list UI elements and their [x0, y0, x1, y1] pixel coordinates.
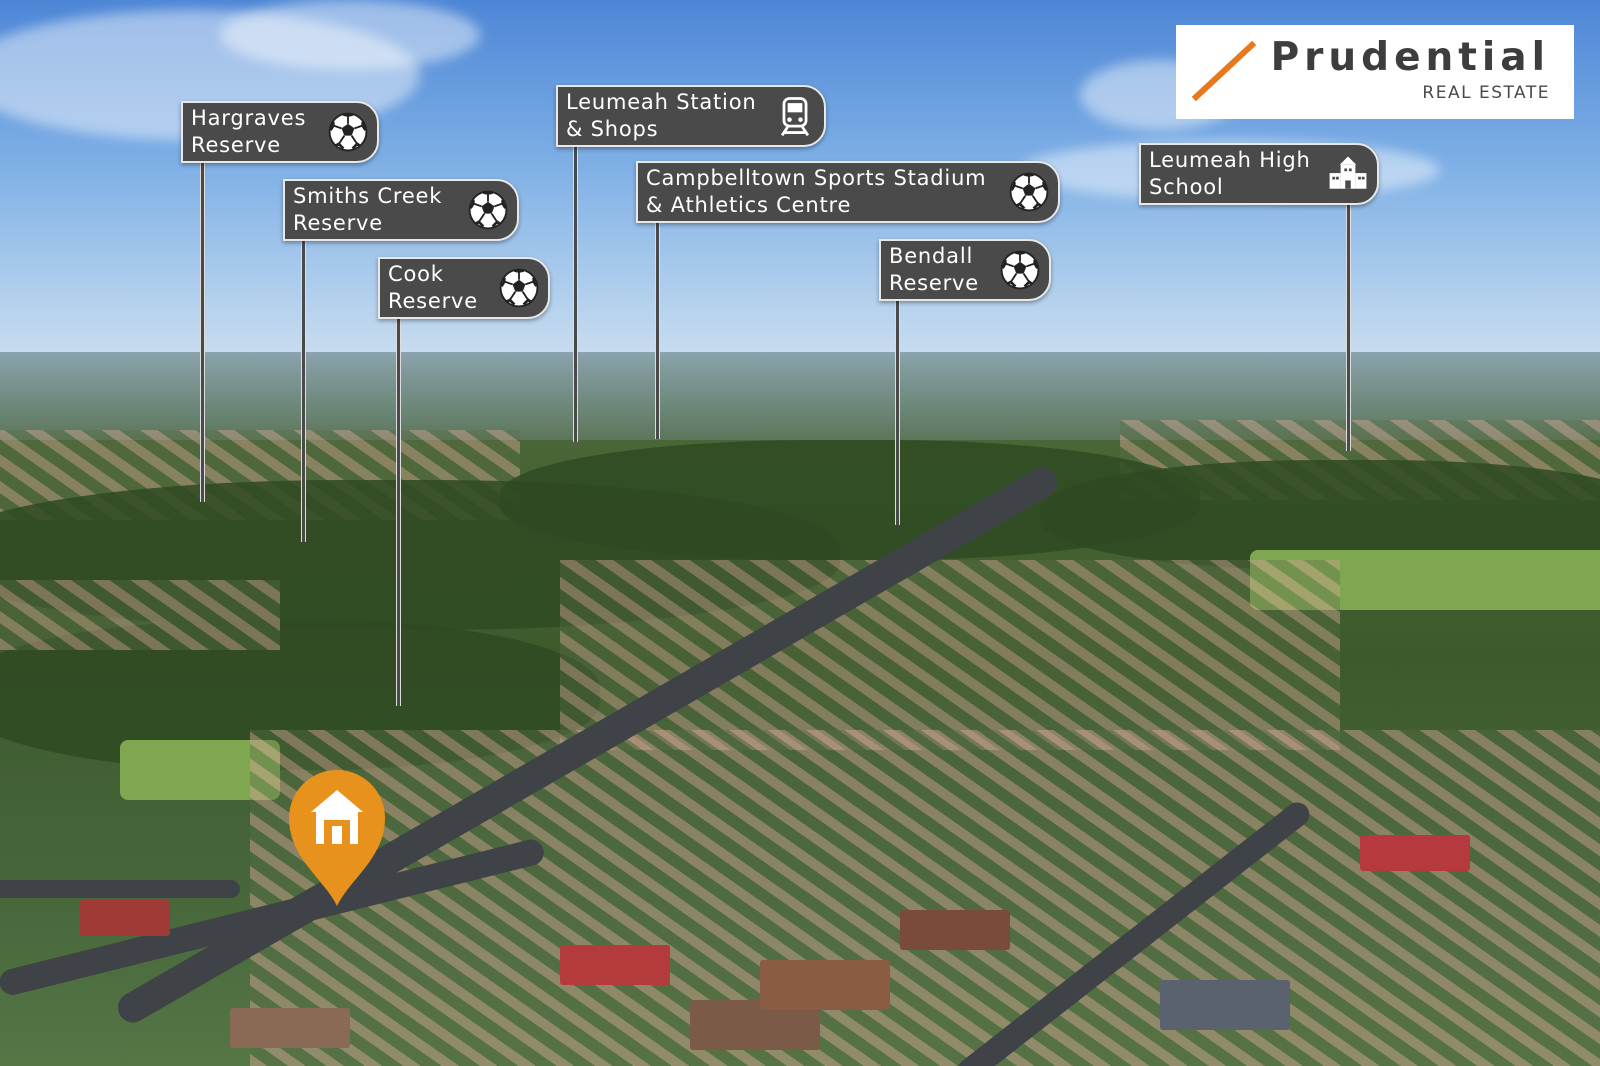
sign-text: Leumeah Station & Shops [566, 90, 757, 141]
sign-label-box: Hargraves Reserve [181, 101, 379, 163]
sign-pole [200, 160, 205, 502]
brand-logo: Prudential REAL ESTATE [1176, 25, 1574, 119]
property-location-pin [289, 770, 385, 906]
sign-text: Cook Reserve [388, 262, 479, 313]
sign-label-box: Smiths Creek Reserve [283, 179, 519, 241]
suburb-area [250, 730, 1600, 1066]
street [0, 880, 240, 898]
suburb-area [0, 580, 280, 650]
sign-text: Smiths Creek Reserve [293, 184, 443, 235]
sign-pole [655, 219, 660, 439]
school-icon [1329, 156, 1367, 189]
house-roof [80, 900, 170, 936]
sign-pole [301, 238, 306, 542]
house-roof [1160, 980, 1290, 1030]
house-roof [900, 910, 1010, 950]
soccer-ball-icon [1009, 172, 1049, 212]
soccer-ball-icon [499, 268, 539, 308]
sign-pole [573, 144, 578, 442]
sign-text: Campbelltown Sports Stadium & Athletics … [646, 166, 987, 217]
soccer-ball-icon [468, 190, 508, 230]
sign-text: Hargraves Reserve [191, 106, 307, 157]
house-roof [1360, 835, 1470, 871]
sign-pole [1346, 201, 1351, 451]
cloud [220, 0, 480, 70]
soccer-ball-icon [1000, 250, 1040, 290]
sign-label-box: Campbelltown Sports Stadium & Athletics … [636, 161, 1060, 223]
house-roof [760, 960, 890, 1010]
suburb-area [560, 560, 1340, 750]
house-roof [560, 945, 670, 985]
grass-field [1250, 550, 1600, 610]
brand-name: Prudential [1270, 35, 1550, 80]
sign-pole [396, 316, 401, 706]
sign-text: Bendall Reserve [889, 244, 980, 295]
horizon [0, 352, 1600, 452]
house-roof [230, 1008, 350, 1048]
sign-text: Leumeah High School [1149, 148, 1311, 199]
sign-label-box: Cook Reserve [378, 257, 550, 319]
train-icon [780, 97, 810, 137]
soccer-ball-icon [328, 112, 368, 152]
brand-subtitle: REAL ESTATE [1422, 83, 1550, 103]
sign-label-box: Bendall Reserve [879, 239, 1051, 301]
sign-label-box: Leumeah High School [1139, 143, 1379, 205]
brand-slash-icon [1191, 40, 1257, 102]
sign-pole [895, 297, 900, 525]
sign-label-box: Leumeah Station & Shops [556, 85, 826, 147]
house-icon [311, 790, 363, 844]
